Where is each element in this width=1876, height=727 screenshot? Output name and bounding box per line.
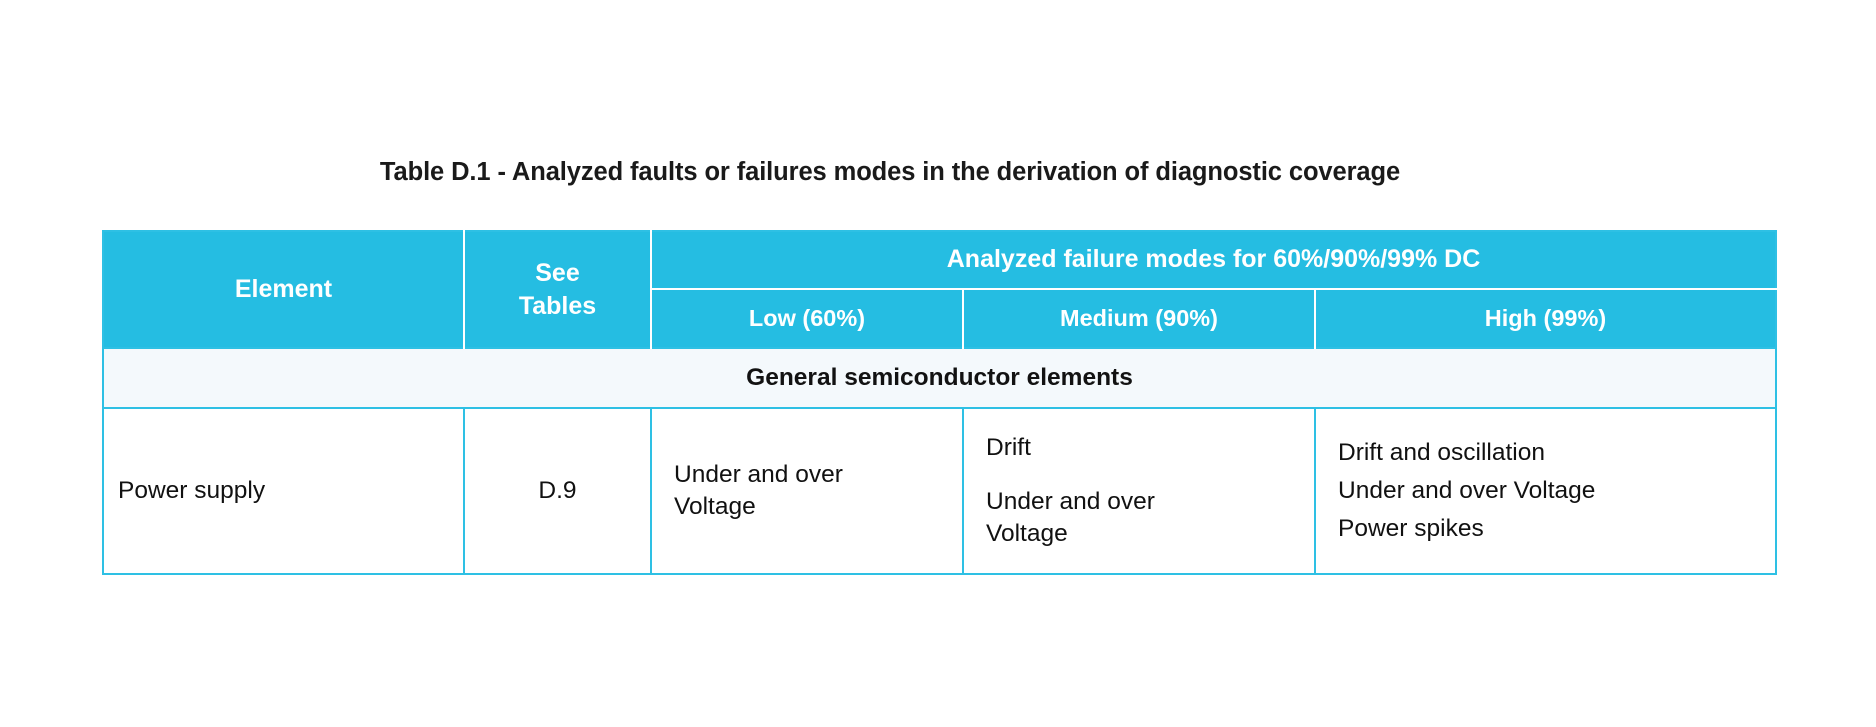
section-row-general-semiconductor-elements: General semiconductor elements [103,347,1777,409]
cell-medium-failure-modes: Drift Under and over Voltage [963,408,1316,574]
table-row: Power supply D.9 Under and over Voltage … [103,408,1777,574]
table-body: General semiconductor elements Power sup… [103,347,1777,574]
high-mode-item: Power spikes [1338,515,1484,543]
cell-low-failure-modes: Under and over Voltage [651,408,964,574]
medium-mode-item: Under and over Voltage [986,487,1155,548]
section-row-label: General semiconductor elements [103,347,1777,409]
table-caption: Table D.1 - Analyzed faults or failures … [379,158,1401,186]
high-mode-item: Drift and oscillation [1338,438,1545,466]
header-row-2: Low (60%) Medium (90%) High (99%) [103,289,1777,348]
cell-see-tables-d9: D.9 [464,408,652,574]
header-see-tables-label: See Tables [518,258,597,320]
cell-element-power-supply: Power supply [103,408,465,574]
header-see-tables: See Tables [464,231,652,348]
high-mode-item: Under and over Voltage [1338,476,1596,504]
header-low-60: Low (60%) [651,289,964,348]
analyzed-failure-modes-table: Element See Tables Analyzed failure mode… [102,230,1778,575]
header-high-99: High (99%) [1315,289,1777,348]
table-header: Element See Tables Analyzed failure mode… [103,231,1777,348]
low-mode-item: Under and over Voltage [674,460,843,520]
header-medium-90: Medium (90%) [963,289,1316,348]
header-row-1: Element See Tables Analyzed failure mode… [103,231,1777,348]
medium-mode-item: Drift [986,433,1031,461]
header-element: Element [103,231,465,348]
cell-high-failure-modes: Drift and oscillation Under and over Vol… [1315,408,1777,574]
header-analyzed-failure-modes-group: Analyzed failure modes for 60%/90%/99% D… [651,231,1777,290]
